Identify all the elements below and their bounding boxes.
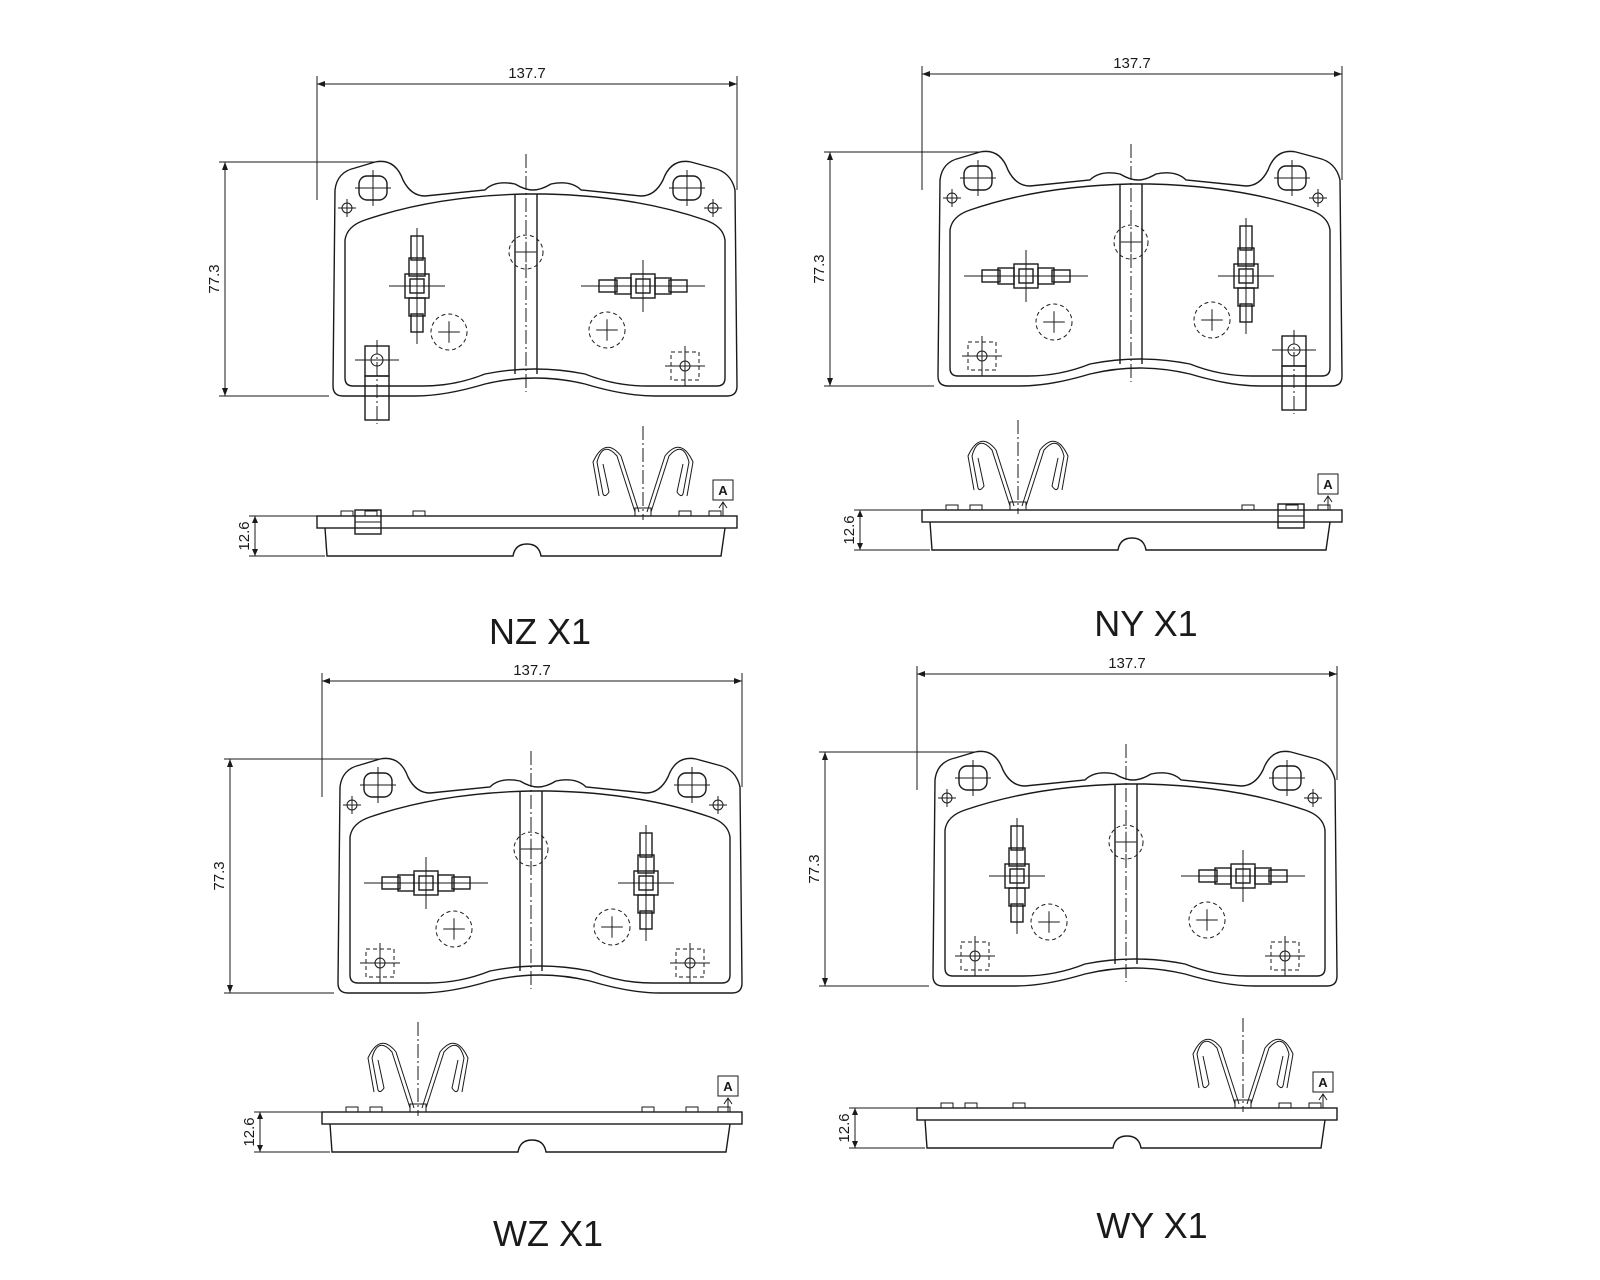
height-dimension-label: 77.3	[211, 861, 228, 890]
pad-backing-plate	[932, 750, 1338, 987]
friction-material	[949, 183, 1331, 377]
thickness-dimension-label: 12.6	[841, 515, 858, 544]
pad-backing-plate	[937, 150, 1343, 387]
side-backing-plate	[916, 1107, 1338, 1121]
dimensions-4: 137.7 77.3	[806, 655, 1338, 987]
reference-box	[1312, 1071, 1334, 1093]
pad-side-view-4: A 12.6	[836, 1018, 1338, 1149]
height-dimension-label: 77.3	[806, 854, 823, 883]
thickness-dimension-label: 12.6	[236, 521, 253, 550]
reference-label: A	[1323, 477, 1333, 492]
view-ny-x1: 137.7 77.3A 12.6 NY X1	[811, 55, 1343, 644]
dimensions-1: 137.7 77.3	[206, 65, 738, 397]
pad-side-view-1: A 12.6	[236, 426, 738, 557]
friction-material	[344, 193, 726, 387]
reference-box	[717, 1075, 739, 1097]
side-friction-block	[324, 527, 726, 557]
dimensions-3: 137.7 77.3	[211, 662, 743, 994]
pad-side-view-2: A 12.6	[841, 420, 1343, 551]
view-wz-x1: 137.7 77.3A 12.6 WZ X1	[211, 662, 743, 1254]
abutment-clip-spring	[367, 1022, 469, 1116]
pad-front-view-2	[937, 144, 1343, 414]
side-friction-block	[329, 1123, 731, 1153]
pad-side-view-3: A 12.6	[241, 1022, 743, 1153]
dimensions-2: 137.7 77.3	[811, 55, 1343, 387]
view-code-label: WY X1	[1096, 1205, 1207, 1246]
width-dimension-label: 137.7	[513, 662, 551, 679]
height-dimension-label: 77.3	[811, 254, 828, 283]
side-backing-plate	[316, 515, 738, 529]
thickness-dimension-label: 12.6	[836, 1113, 853, 1142]
pad-front-view-1	[332, 154, 738, 424]
side-backing-plate	[921, 509, 1343, 523]
width-dimension-label: 137.7	[508, 65, 546, 82]
side-friction-block	[929, 521, 1331, 551]
height-dimension-label: 77.3	[206, 264, 223, 293]
side-backing-plate	[321, 1111, 743, 1125]
reference-box	[1317, 473, 1339, 495]
width-dimension-label: 137.7	[1113, 55, 1151, 72]
side-friction-block	[924, 1119, 1326, 1149]
view-nz-x1: 137.7 77.3A 12.6 NZ X1	[206, 65, 738, 652]
reference-label: A	[718, 483, 728, 498]
reference-box	[712, 479, 734, 501]
abutment-clip-spring	[1192, 1018, 1294, 1112]
pad-backing-plate	[332, 160, 738, 397]
pad-front-view-3	[337, 751, 743, 994]
abutment-clip-spring	[967, 420, 1069, 514]
view-wy-x1: 137.7 77.3A 12.6 WY X1	[806, 655, 1338, 1246]
pad-backing-plate	[337, 757, 743, 994]
friction-material	[944, 783, 1326, 977]
width-dimension-label: 137.7	[1108, 655, 1146, 672]
pad-front-view-4	[932, 744, 1338, 987]
view-code-label: WZ X1	[493, 1213, 603, 1254]
view-code-label: NZ X1	[489, 611, 591, 652]
reference-label: A	[1318, 1075, 1328, 1090]
reference-label: A	[723, 1079, 733, 1094]
view-code-label: NY X1	[1094, 603, 1197, 644]
friction-material	[349, 790, 731, 984]
thickness-dimension-label: 12.6	[241, 1117, 258, 1146]
abutment-clip-spring	[592, 426, 694, 520]
